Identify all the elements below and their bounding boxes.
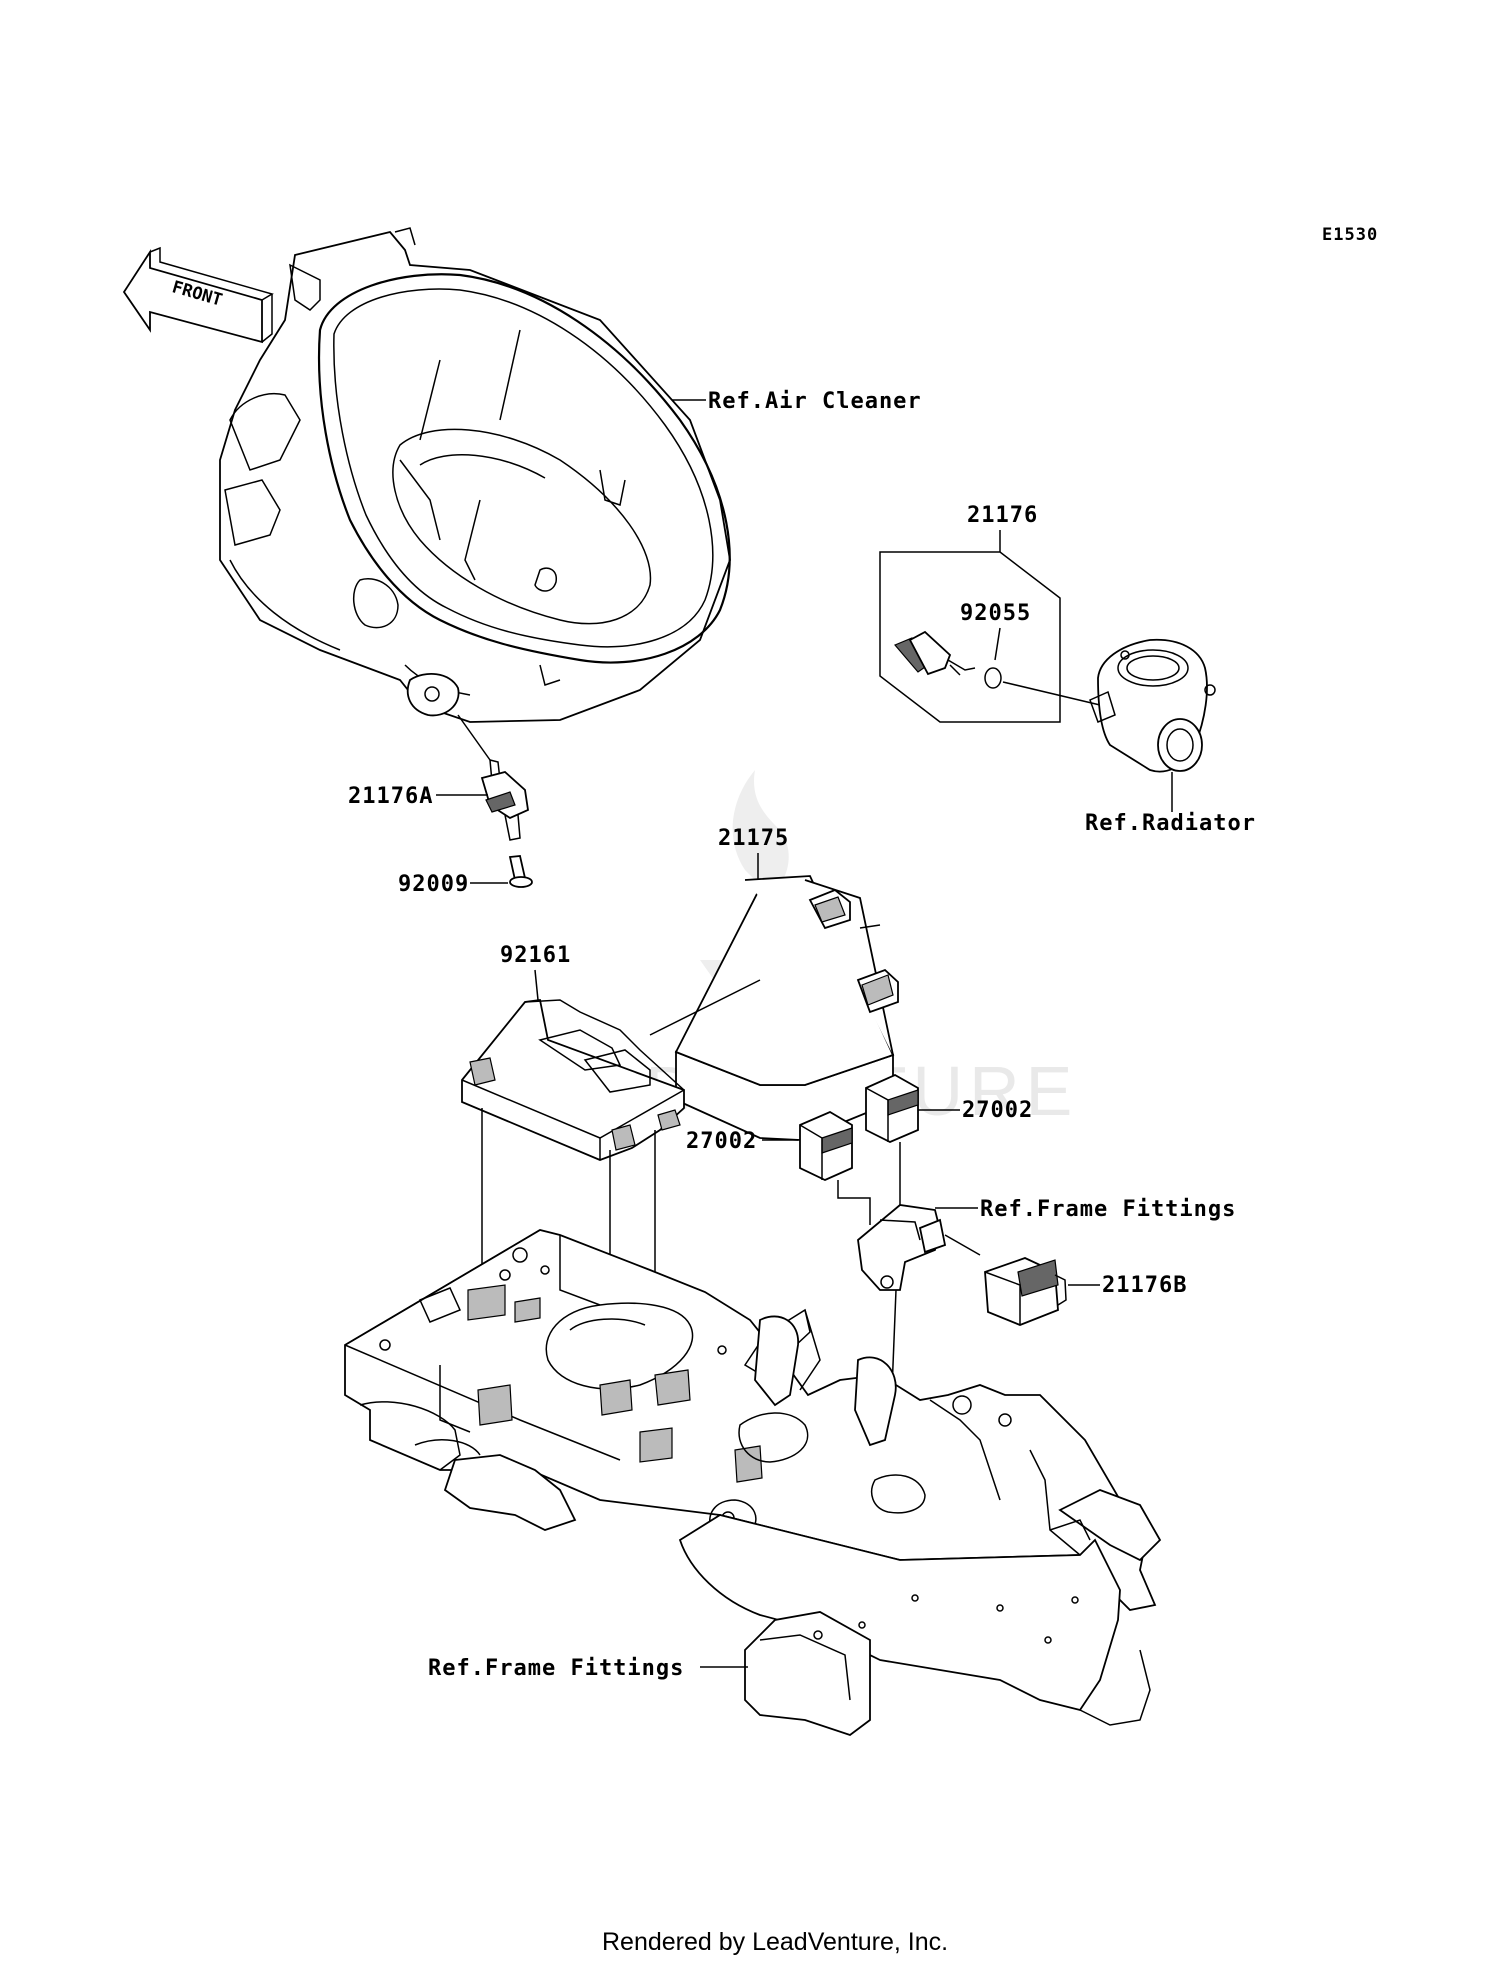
part-92161-leader xyxy=(534,969,539,1001)
frame-fittings xyxy=(344,1229,1162,1737)
diagram-code: E1530 xyxy=(1322,225,1378,245)
part-92055-label: 92055 xyxy=(960,601,1031,626)
part-21176B-label: 21176B xyxy=(1102,1273,1187,1298)
footer-credit: Rendered by LeadVenture, Inc. xyxy=(602,1928,948,1956)
part-27002-right-label: 27002 xyxy=(962,1098,1033,1123)
ref-air-cleaner-label: Ref.Air Cleaner xyxy=(708,389,922,414)
relay-27002-right xyxy=(865,1073,919,1143)
relay-left-mount-line xyxy=(837,1180,871,1225)
part-92055-leader xyxy=(994,627,1001,661)
part-21175-label: 21175 xyxy=(718,826,789,851)
ref-frame-fittings-lower-label: Ref.Frame Fittings xyxy=(428,1656,684,1681)
part-92161-label: 92161 xyxy=(500,943,571,968)
relay-mount-bracket xyxy=(857,1204,981,1291)
ref-radiator-label: Ref.Radiator xyxy=(1085,811,1256,836)
connector-21176B xyxy=(984,1257,1067,1326)
o-ring-92055 xyxy=(984,667,1002,689)
ecu-21175 xyxy=(674,875,899,1141)
part-21176-bracket xyxy=(879,551,1061,723)
part-21176-label: 21176 xyxy=(967,503,1038,528)
part-27002-left-label: 27002 xyxy=(686,1129,757,1154)
ref-frame-fittings-upper-label: Ref.Frame Fittings xyxy=(980,1197,1236,1222)
relay-27002-left xyxy=(799,1110,853,1181)
ecu-bracket-92161 xyxy=(461,998,685,1161)
front-arrow-icon: FRONT xyxy=(122,246,274,344)
sensor-to-radiator-line xyxy=(1002,681,1101,706)
part-21176A-connector-line xyxy=(457,714,491,761)
screw-92009 xyxy=(508,855,533,888)
part-92009-label: 92009 xyxy=(398,872,469,897)
radiator-fitting xyxy=(1089,638,1216,773)
ecu-to-bracket-line xyxy=(649,979,761,1036)
part-21176A-label: 21176A xyxy=(348,784,433,809)
air-cleaner-housing xyxy=(219,227,731,723)
sensor-21176A xyxy=(480,759,529,841)
temp-sensor-21176 xyxy=(894,630,976,676)
